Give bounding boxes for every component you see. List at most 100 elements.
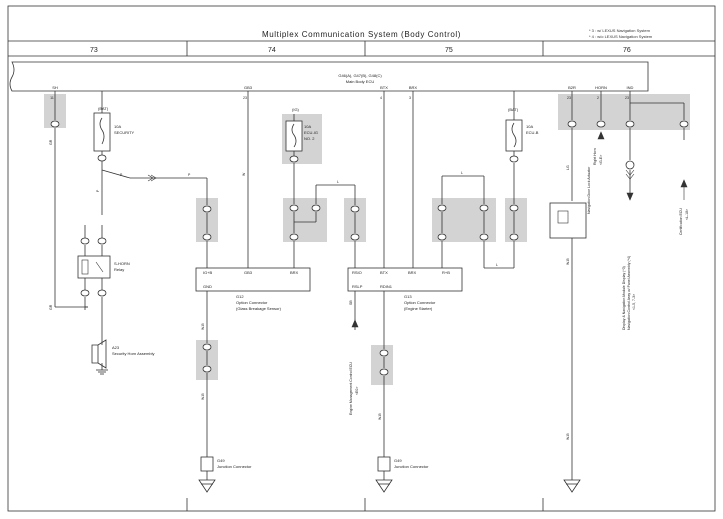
g13-pin-brx: BRX <box>408 270 417 275</box>
wire-gr-1: GR <box>49 139 53 145</box>
pin-gb3: GB3 <box>244 85 253 90</box>
horn-code: A23 <box>112 345 120 350</box>
note-block: * 3 : w/ LEXUS Navigation System * 4 : w… <box>589 28 652 40</box>
wire-p-2: P <box>188 173 191 177</box>
reference-arrows <box>147 131 688 328</box>
j2-code: G49 <box>394 458 402 463</box>
g12-pin-gb3: GB3 <box>244 270 253 275</box>
g13-pin-btx: BTX <box>380 270 388 275</box>
ref-display-3: <1-5, 7-3> <box>632 294 636 310</box>
wires <box>54 91 685 480</box>
wire-wb-1: W-B <box>201 323 205 330</box>
j1-code: G49 <box>217 458 225 463</box>
page-frame <box>7 5 716 512</box>
terminals <box>50 120 689 376</box>
ref-certification-code: <L-18> <box>685 209 689 220</box>
g13-pin-rb: R+B <box>442 270 450 275</box>
pin-horn: HORN <box>595 85 607 90</box>
wire-wb-2: W-B <box>201 393 205 400</box>
g12-name: Option Connector <box>236 300 268 305</box>
horn-name: Security Horn Assembly <box>112 351 154 356</box>
fuse-ecuig-sub: NO. 2 <box>304 136 315 141</box>
page-title: Multiplex Communication System (Body Con… <box>261 30 462 39</box>
pin-num-sh: 11 <box>50 96 54 100</box>
g12-pin-gnd: GND <box>203 284 212 289</box>
g12-pin-brx: BRX <box>290 270 299 275</box>
wire-l-2: L <box>461 171 463 175</box>
fuse-security-amp: 10A <box>114 124 121 129</box>
fuse-security-tag: (BAT) <box>98 106 109 111</box>
ref-right-horn: Right Horn <box>593 148 597 165</box>
wire-gr-2: GR <box>49 304 53 310</box>
column-number-73: 73 <box>90 47 98 54</box>
nav-lock-label: Navigation Door Lock Actuator <box>587 166 591 214</box>
fuse-security: (BAT) 10A SECURITY <box>93 106 135 152</box>
pin-num-horn: 2 <box>597 96 599 100</box>
fuse-ecub-name: ECU-B <box>526 130 539 135</box>
connector-g13: RSIO BTX BRX R+B RSLP RDIN1 G13 Option C… <box>347 267 463 311</box>
main-body-ecu: G46(A), G47(B), G48(C) Main Body ECU <box>9 61 649 92</box>
fuse-ecuig: (IG) 10A ECU-IG NO. 2 <box>285 107 318 152</box>
ref-display-2: Navigation Control Assy w/ Panel Assembl… <box>627 256 631 330</box>
ecu-name: Main Body ECU <box>346 79 375 84</box>
g12-pin-igb: IG+B <box>203 270 213 275</box>
pin-b2r: B2R <box>568 85 576 90</box>
note-1: * 3 : w/ LEXUS Navigation System <box>589 28 650 33</box>
g13-sub: (Engine Starter) <box>404 306 433 311</box>
pin-num-brx: 3 <box>409 96 411 100</box>
column-number-76: 76 <box>623 47 631 54</box>
wire-sb-1: SB <box>349 300 353 305</box>
shaded-regions <box>44 94 690 385</box>
wire-p-1: P <box>120 173 123 177</box>
connector-g12: IG+B GB3 BRX GND G12 Option Connector (G… <box>195 267 311 311</box>
wire-wb-4: W-B <box>566 258 570 265</box>
ecu-pin-labels: SH GB3 BTX BRX B2R HORN IND 11 23 4 3 23… <box>50 85 633 100</box>
j1-name: Junction Connector <box>217 464 252 469</box>
navigation-door-lock-actuator: Navigation Door Lock Actuator <box>549 166 591 239</box>
relay-name: S-HORN <box>114 261 130 266</box>
wire-p-3: P <box>96 189 100 192</box>
wire-wb-5: W-B <box>566 433 570 440</box>
g13-name: Option Connector <box>404 300 436 305</box>
pin-brx: BRX <box>409 85 418 90</box>
ecu-code: G46(A), G47(B), G48(C) <box>338 73 382 78</box>
note-2: * 4 : w/o LEXUS Navigation System <box>589 34 653 39</box>
fuse-ecuig-name: ECU-IG <box>304 130 318 135</box>
reference-labels: Engine Management Control ECU <E0> Right… <box>349 148 689 415</box>
junction-connector-2: G49 Junction Connector <box>377 456 429 472</box>
g13-pin-rsio: RSIO <box>352 270 362 275</box>
junction-connector-1: G49 Junction Connector <box>200 456 252 472</box>
security-horn-assembly: A23 Security Horn Assembly <box>91 339 154 375</box>
g13-pin-rdin1: RDIN1 <box>380 284 393 289</box>
ref-right-horn-code: <G-E> <box>599 155 603 165</box>
ref-engine-mgmt-code: <E0> <box>355 387 359 395</box>
pin-num-gb3: 23 <box>243 96 247 100</box>
wire-lg-1: LG <box>566 165 570 170</box>
fuse-ecub-tag: (BAT) <box>508 107 519 112</box>
g12-code: G12 <box>236 294 244 299</box>
pin-ind: IND <box>627 85 634 90</box>
column-number-75: 75 <box>445 47 453 54</box>
fuse-ecuig-tag: (IG) <box>292 107 300 112</box>
fuse-ecuig-amp: 10A <box>304 124 311 129</box>
pin-btx: BTX <box>380 85 388 90</box>
g13-pin-rslp: RSLP <box>352 284 363 289</box>
fuse-security-name: SECURITY <box>114 130 135 135</box>
j2-name: Junction Connector <box>394 464 429 469</box>
g13-code: G13 <box>404 294 412 299</box>
ref-certification: Certification ECU <box>679 208 683 235</box>
wire-l-3: L <box>496 263 498 267</box>
wire-w-1: W <box>242 172 246 176</box>
wire-color-labels: GR GR P P P W L L L W-B W-B W-B W-B W-B … <box>49 139 570 440</box>
relay-type: Relay <box>114 267 124 272</box>
pin-sh: SH <box>52 85 58 90</box>
ref-engine-mgmt: Engine Management Control ECU <box>349 362 353 415</box>
g12-sub: (Glass Breakage Sensor) <box>236 306 282 311</box>
pin-num-ind: 23 <box>625 96 629 100</box>
pin-num-b2r: 23 <box>567 96 571 100</box>
ground-symbols <box>198 479 581 493</box>
fuse-ecub: (BAT) 10A ECU-B <box>505 107 539 152</box>
wire-l-1: L <box>337 180 339 184</box>
column-number-74: 74 <box>268 47 276 54</box>
